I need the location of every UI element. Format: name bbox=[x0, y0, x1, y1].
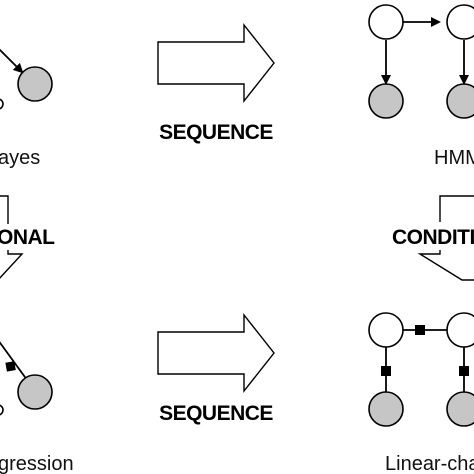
label-node-2 bbox=[446, 312, 474, 348]
hmm-graph bbox=[368, 4, 474, 119]
emission-factor-2 bbox=[459, 366, 469, 376]
conditional-arrow-left: ONAL bbox=[0, 195, 60, 279]
observation-node-2 bbox=[446, 391, 474, 427]
conditional-arrow-right: CONDITI bbox=[390, 195, 474, 281]
factor-square bbox=[5, 361, 16, 372]
transition-factor bbox=[415, 325, 425, 335]
label-background bbox=[0, 224, 60, 250]
naive-bayes-graph bbox=[0, 48, 53, 110]
label-node-1 bbox=[368, 312, 404, 348]
edge-class-to-feature bbox=[0, 48, 24, 74]
partial-node bbox=[0, 98, 4, 110]
sequence-label-top: SEQUENCE bbox=[159, 121, 273, 144]
feature-node bbox=[17, 374, 53, 410]
down-arrow-icon bbox=[0, 195, 24, 279]
label-linear-chain: Linear-cha bbox=[385, 453, 474, 474]
sequence-arrow-top: SEQUENCE bbox=[157, 22, 275, 144]
observation-node-1 bbox=[368, 83, 404, 119]
right-arrow-icon bbox=[157, 312, 275, 394]
label-background bbox=[390, 222, 474, 250]
sequence-arrow-bottom: SEQUENCE bbox=[157, 312, 275, 425]
feature-node bbox=[17, 66, 53, 102]
label-logistic-regression: gression bbox=[0, 453, 74, 474]
partial-node bbox=[0, 404, 4, 416]
label-naive-bayes: ayes bbox=[0, 147, 40, 169]
emission-factor-1 bbox=[381, 366, 391, 376]
observation-node-1 bbox=[368, 391, 404, 427]
sequence-label-bottom: SEQUENCE bbox=[159, 402, 273, 425]
hidden-state-node-1 bbox=[368, 4, 404, 40]
label-hmm: HMM bbox=[434, 147, 474, 169]
conditional-label-left: ONAL bbox=[0, 226, 55, 249]
linear-chain-crf-graph bbox=[368, 312, 474, 427]
logistic-regression-graph bbox=[0, 341, 53, 416]
conditional-label-right: CONDITI bbox=[392, 226, 474, 249]
observation-node-2 bbox=[446, 83, 474, 119]
hidden-state-node-2 bbox=[446, 4, 474, 40]
right-arrow-icon bbox=[157, 22, 275, 104]
